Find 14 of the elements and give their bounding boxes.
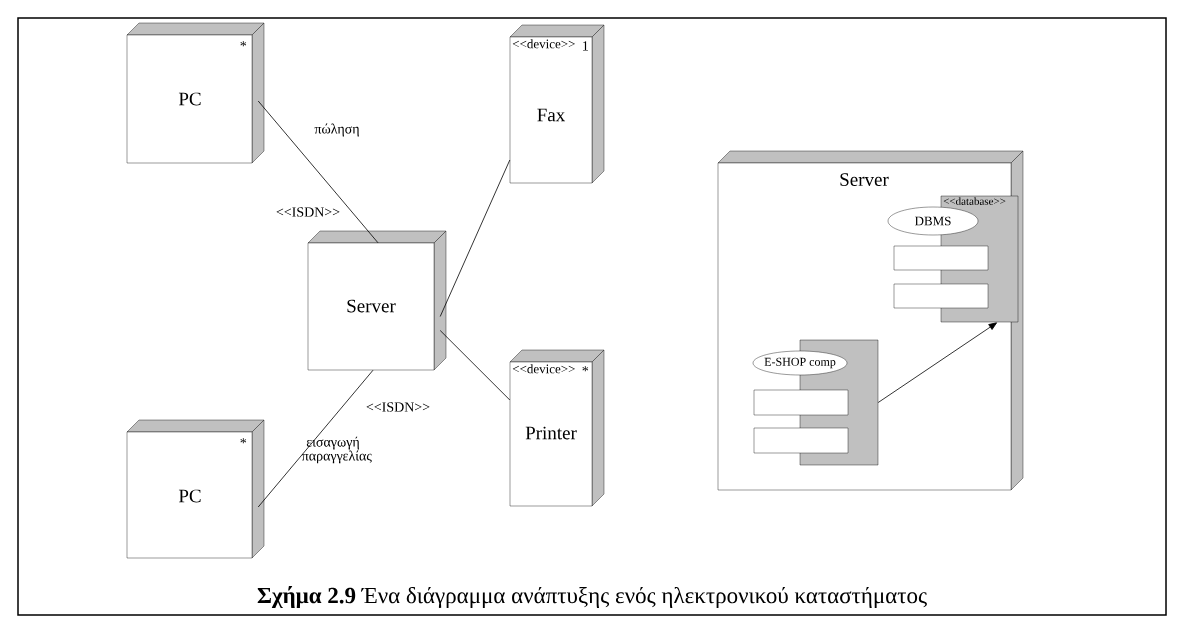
edge-note: πώληση: [314, 123, 359, 137]
edge-label: <<ISDN>>: [274, 206, 342, 218]
edge-note: εισαγωγή παραγγελίας: [301, 436, 372, 464]
node-box: * PC: [126, 419, 265, 559]
connector: [257, 369, 374, 508]
caption: Σχήμα 2.9 Ένα διάγραμμα ανάπτυξης ενός ηλεκτρονικού καταστήματος: [257, 586, 927, 608]
node-box: * PC: [126, 22, 265, 164]
connector: [439, 159, 511, 317]
node-box: <<device>> * Printer: [509, 349, 605, 507]
connector: [439, 330, 511, 401]
edge-label: <<ISDN>>: [364, 401, 432, 413]
node-box: <<device>> 1 Fax: [509, 24, 605, 184]
connector: [877, 322, 997, 403]
node-box: Server: [307, 230, 447, 371]
